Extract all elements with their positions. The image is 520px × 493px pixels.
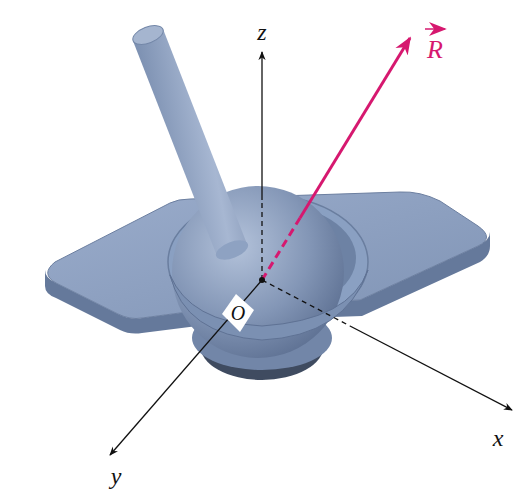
origin-point (259, 277, 265, 283)
stick-base (213, 236, 250, 263)
z-axis-hidden (261, 200, 262, 280)
axis-label: y (111, 464, 122, 488)
axis-label: z (257, 20, 266, 44)
origin-patch (222, 294, 254, 332)
socket-lip (170, 270, 368, 340)
axis-label: x (493, 426, 504, 450)
stick (133, 29, 247, 256)
origin-label: O (231, 303, 245, 323)
vector-accent (425, 28, 445, 30)
stick-end (130, 22, 166, 48)
vector-label: R (427, 37, 443, 63)
vector-r-hidden (262, 218, 300, 280)
z-axis (261, 52, 262, 200)
x-axis-hidden (262, 280, 350, 326)
x-axis (350, 326, 512, 410)
vector-r (300, 38, 410, 218)
y-axis (110, 280, 262, 455)
